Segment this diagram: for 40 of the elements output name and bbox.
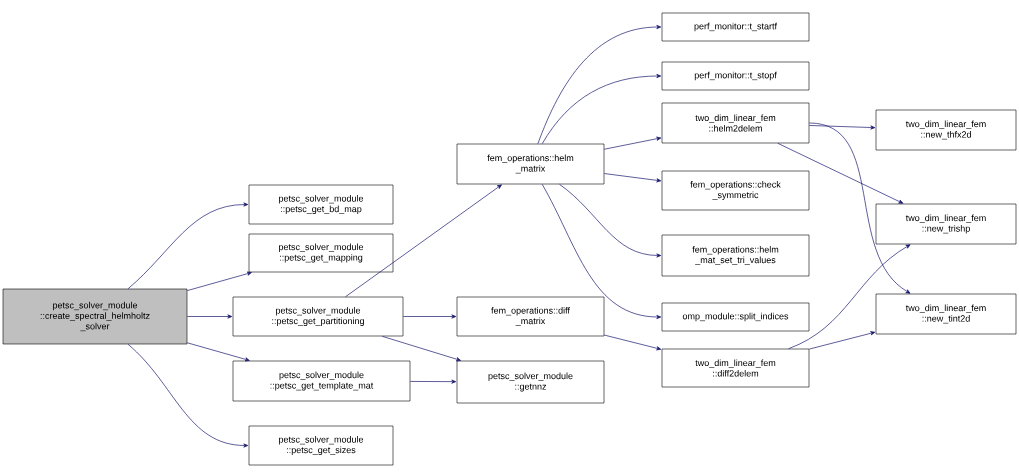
arrow [127, 202, 249, 290]
arrow [127, 343, 249, 448]
arrow [603, 334, 662, 351]
arrow [603, 136, 662, 150]
function-box: two_dim_linear_fem ::helm2delem [661, 102, 810, 144]
arrow [186, 271, 252, 291]
function-box: petsc_solver_module ::petsc_get_sizes [248, 425, 394, 466]
arrow [186, 314, 233, 319]
arrow [409, 379, 457, 384]
arrow [603, 173, 662, 183]
function-box: two_dim_linear_fem ::new_thfx2d [875, 109, 1017, 151]
arrow [402, 314, 457, 319]
function-box: petsc_solver_module ::getnnz [456, 360, 605, 404]
arrow [541, 73, 662, 145]
arrow [345, 184, 502, 298]
arrow [186, 342, 250, 362]
function-box: petsc_solver_module ::petsc_get_bd_map [248, 184, 394, 225]
arrow [559, 183, 662, 258]
function-box: two_dim_linear_fem ::diff2delem [661, 348, 810, 388]
function-box: fem_operations::diff _matrix [456, 296, 605, 337]
function-box: petsc_solver_module ::create_spectral_helmholtz _solver [2, 288, 188, 345]
function-box: fem_operations::helm _matrix [456, 143, 605, 185]
function-box: fem_operations::check _symmetric [661, 170, 810, 211]
function-box: perf_monitor::t_stopf [661, 61, 810, 91]
function-box: perf_monitor::t_startf [661, 12, 810, 42]
arrow [808, 125, 876, 130]
function-box: petsc_solver_module ::petsc_get_mapping [248, 233, 394, 273]
arrow [537, 24, 662, 145]
function-box: fem_operations::helm _mat_set_tri_values [661, 234, 810, 277]
arrow [808, 331, 876, 350]
arrow [541, 183, 662, 320]
function-box: two_dim_linear_fem ::new_tint2d [875, 293, 1017, 335]
function-box: two_dim_linear_fem ::new_trishp [875, 203, 1017, 245]
function-box: omp_module::split_indices [661, 302, 810, 332]
function-box: petsc_solver_module ::petsc_get_template_mat [232, 360, 411, 402]
arrow [381, 335, 461, 362]
arrow [808, 122, 911, 294]
arrow [788, 244, 911, 350]
arrow [777, 142, 904, 204]
function-box: petsc_solver_module ::petsc_get_partitioning [232, 296, 404, 337]
